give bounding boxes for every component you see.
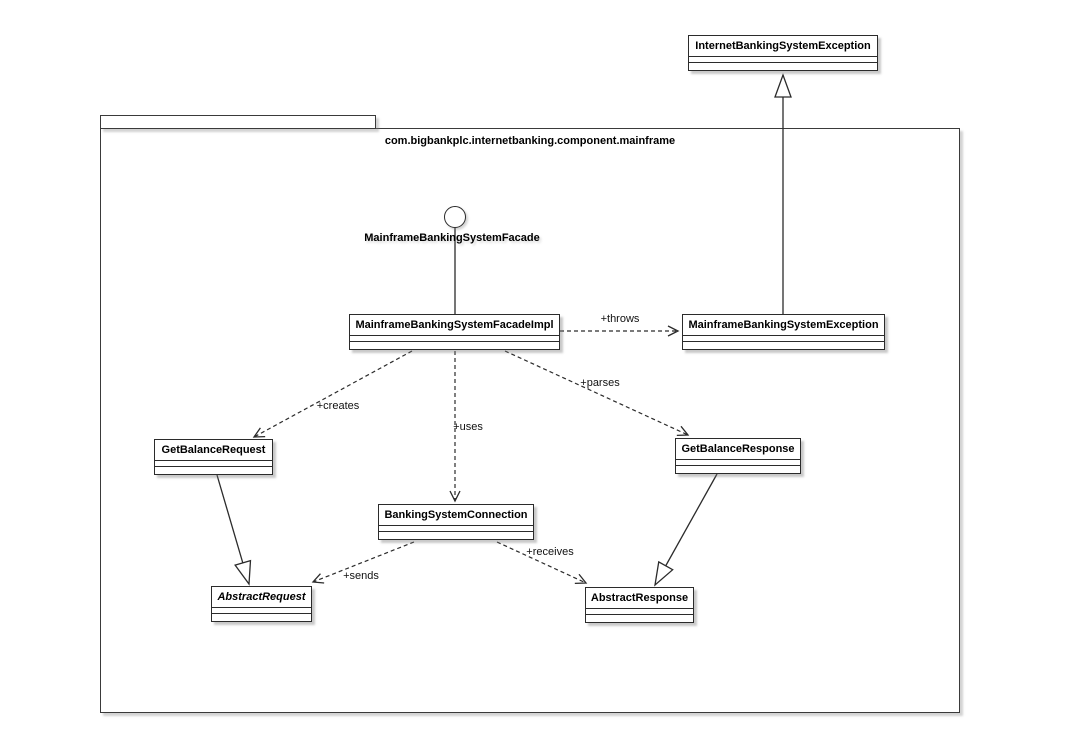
operations-compartment [676, 466, 800, 473]
class-title: GetBalanceRequest [155, 440, 272, 461]
attributes-compartment [379, 526, 533, 532]
attributes-compartment [155, 461, 272, 467]
edge-generalization-response [654, 473, 718, 587]
attributes-compartment [683, 336, 884, 342]
class-title: GetBalanceResponse [676, 439, 800, 460]
class-mainframe-banking-system-facade-impl: MainframeBankingSystemFacadeImpl [349, 314, 560, 350]
operations-compartment [689, 63, 877, 70]
operations-compartment [586, 615, 693, 622]
class-title: BankingSystemConnection [379, 505, 533, 526]
edge-creates [252, 350, 413, 438]
class-title: InternetBankingSystemException [689, 36, 877, 57]
operations-compartment [683, 342, 884, 349]
operations-compartment [379, 532, 533, 539]
attributes-compartment [676, 460, 800, 466]
class-abstract-request: AbstractRequest [211, 586, 312, 622]
operations-compartment [350, 342, 559, 349]
edge-parses [504, 350, 690, 437]
attributes-compartment [586, 609, 693, 615]
edge-label-receives: +receives [526, 546, 574, 558]
edge-label-throws: +throws [600, 313, 640, 325]
class-banking-system-connection: BankingSystemConnection [378, 504, 534, 540]
attributes-compartment [212, 608, 311, 614]
class-title: MainframeBankingSystemFacadeImpl [350, 315, 559, 336]
edge-generalization-request [216, 474, 252, 586]
attributes-compartment [350, 336, 559, 342]
package-tab [100, 115, 376, 129]
attributes-compartment [689, 57, 877, 63]
class-get-balance-response: GetBalanceResponse [675, 438, 801, 474]
class-abstract-response: AbstractResponse [585, 587, 694, 623]
interface-label: MainframeBankingSystemFacade [364, 232, 540, 244]
edge-label-creates: +creates [316, 400, 360, 412]
class-mainframe-banking-system-exception: MainframeBankingSystemException [682, 314, 885, 350]
class-internet-banking-system-exception: InternetBankingSystemException [688, 35, 878, 71]
edge-label-uses: +uses [453, 421, 483, 433]
operations-compartment [212, 614, 311, 621]
package-title: com.bigbankplc.internetbanking.component… [384, 135, 676, 147]
edge-receives [496, 541, 588, 585]
class-title: MainframeBankingSystemException [683, 315, 884, 336]
class-title: AbstractResponse [586, 588, 693, 609]
interface-lollipop-icon [444, 206, 466, 228]
edge-label-sends: +sends [343, 570, 379, 582]
class-get-balance-request: GetBalanceRequest [154, 439, 273, 475]
operations-compartment [155, 467, 272, 474]
class-title: AbstractRequest [212, 587, 311, 608]
edge-label-parses: +parses [580, 377, 620, 389]
